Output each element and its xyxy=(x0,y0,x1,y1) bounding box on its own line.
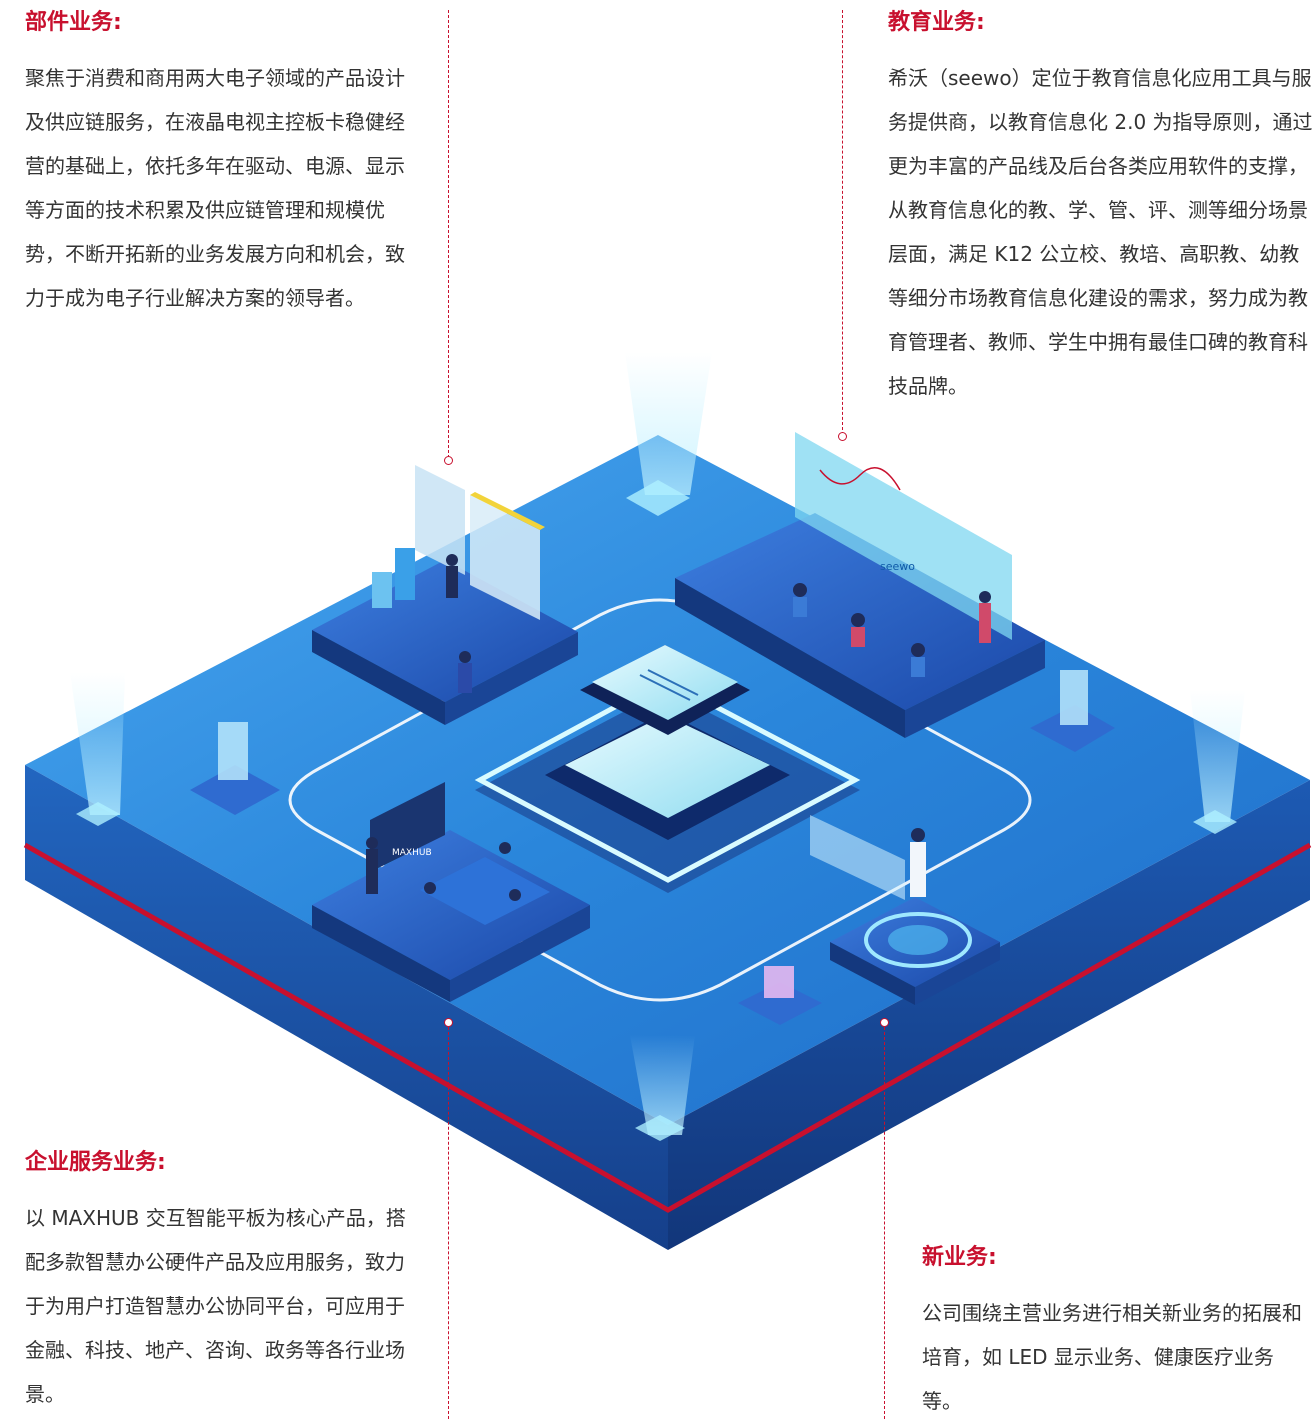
seewo-label: seewo xyxy=(880,560,915,573)
platform-right-side xyxy=(668,780,1310,1250)
enterprise-body: 以 MAXHUB 交互智能平板为核心产品，搭配多款智慧办公硬件产品及应用服务，致… xyxy=(25,1206,406,1406)
connector-dot-enterprise xyxy=(444,1018,453,1027)
connector-line-new-business xyxy=(884,1027,885,1419)
education-block: seewo xyxy=(675,432,1045,738)
connector-line-components xyxy=(448,10,449,458)
light-beams xyxy=(70,352,1245,1141)
new-business-title: 新业务: xyxy=(922,1245,997,1270)
new-business-section: 新业务: 公司围绕主营业务进行相关新业务的拓展和培育，如 LED 显示业务、健康… xyxy=(922,1243,1312,1423)
education-section: 教育业务: 希沃（seewo）定位于教育信息化应用工具与服务提供商，以教育信息化… xyxy=(888,8,1313,408)
enterprise-block: MAXHUB xyxy=(312,782,590,1002)
platform-left-side xyxy=(25,765,668,1250)
central-chip xyxy=(474,645,861,893)
small-cubes xyxy=(190,670,1115,1025)
maxhub-label: MAXHUB xyxy=(392,848,432,858)
connector-dot-components xyxy=(444,456,453,465)
red-stripe xyxy=(23,842,1312,1213)
connector-line-enterprise xyxy=(448,1027,449,1419)
education-title: 教育业务: xyxy=(888,10,985,35)
components-section: 部件业务: 聚焦于消费和商用两大电子领域的产品设计及供应链服务，在液晶电视主控板… xyxy=(25,8,420,320)
connector-dot-education xyxy=(838,432,847,441)
connector-line-education xyxy=(842,10,843,435)
education-body: 希沃（seewo）定位于教育信息化应用工具与服务提供商，以教育信息化 2.0 为… xyxy=(888,66,1313,398)
connector-dot-new-business xyxy=(880,1018,889,1027)
components-title: 部件业务: xyxy=(25,10,122,35)
components-block xyxy=(312,465,578,725)
seewo-screen xyxy=(795,432,1012,640)
new-business-body: 公司围绕主营业务进行相关新业务的拓展和培育，如 LED 显示业务、健康医疗业务等… xyxy=(922,1301,1302,1413)
new-business-block xyxy=(810,815,1000,1005)
enterprise-section: 企业服务业务: 以 MAXHUB 交互智能平板为核心产品，搭配多款智慧办公硬件产… xyxy=(25,1148,420,1416)
components-body: 聚焦于消费和商用两大电子领域的产品设计及供应链服务，在液晶电视主控板卡稳健经营的… xyxy=(25,66,405,310)
enterprise-title: 企业服务业务: xyxy=(25,1150,166,1175)
